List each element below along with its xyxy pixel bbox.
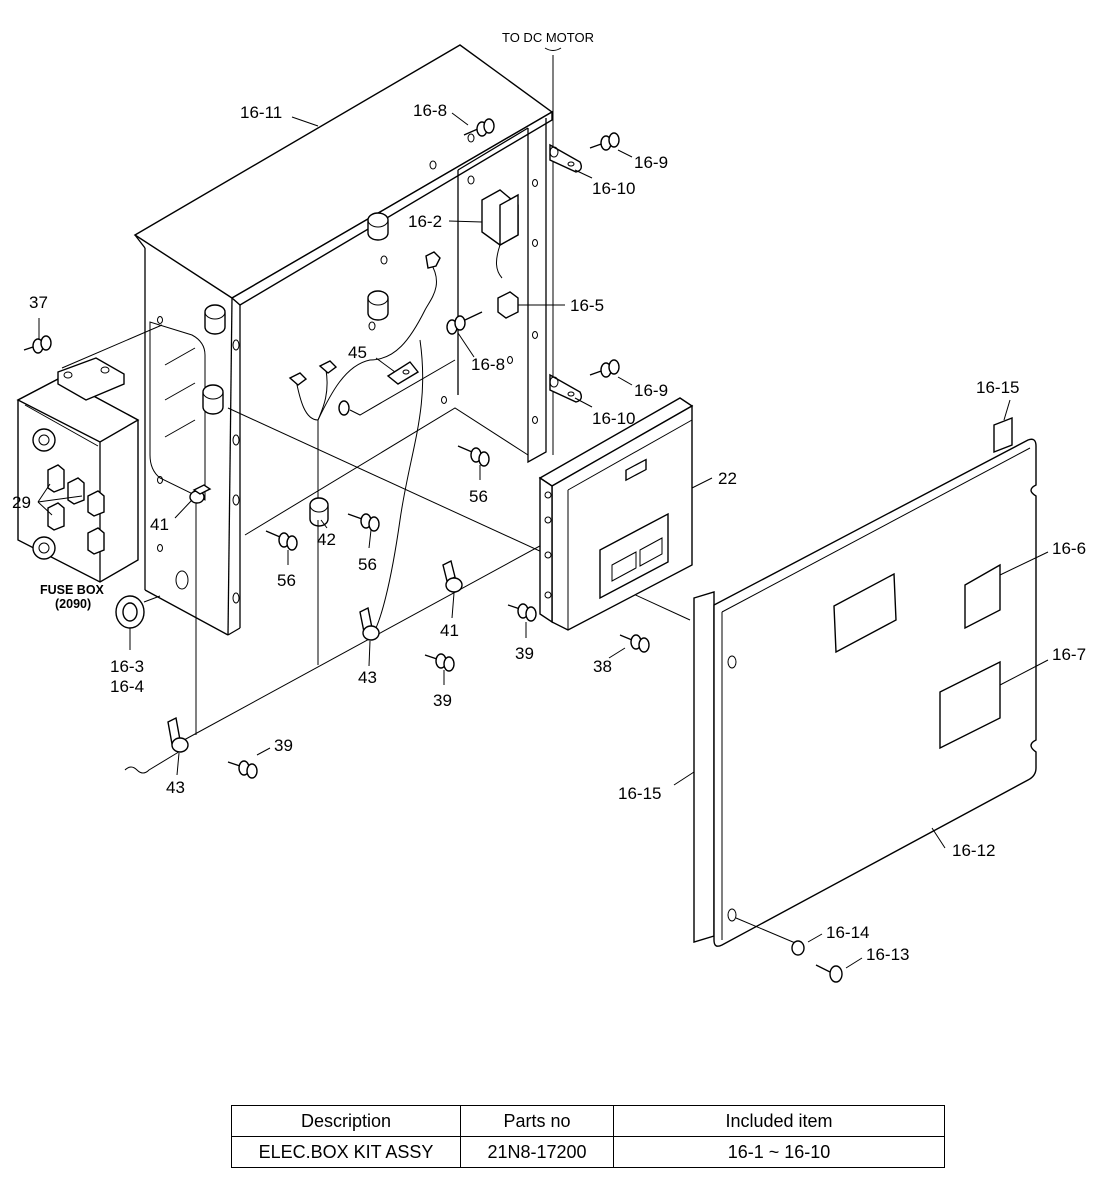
bolt-16-9-mid: [589, 359, 620, 378]
label-fuse-box-code: (2090): [55, 597, 91, 611]
label-16-2: 16-2: [408, 212, 442, 231]
label-39-a: 39: [515, 644, 534, 663]
fuse-box-2090: [16, 357, 140, 583]
label-56-right: 56: [469, 487, 488, 506]
label-39-c: 39: [274, 736, 293, 755]
screw-16-13: [815, 964, 843, 983]
label-39-b: 39: [433, 691, 452, 710]
bolt-39-a: [507, 603, 537, 622]
bracket-16-10-lower: [549, 373, 583, 403]
clip-45: [386, 361, 420, 385]
parts-table-header-row: Description Parts no Included item: [231, 1105, 945, 1137]
cell-parts-no: 21N8-17200: [460, 1136, 614, 1168]
label-29: 29: [12, 493, 31, 512]
label-16-8-mid: 16-8: [471, 355, 505, 374]
clip-43-left: [167, 716, 189, 753]
label-43-left: 43: [166, 778, 185, 797]
leader-lines: [37, 112, 1049, 969]
cover-plate-16-12: [693, 416, 1037, 947]
clip-41-mid: [442, 559, 463, 593]
label-16-14: 16-14: [826, 923, 869, 942]
label-fuse-box: FUSE BOX: [40, 583, 105, 597]
bolt-37: [23, 335, 52, 354]
label-16-3: 16-3: [110, 657, 144, 676]
label-45: 45: [348, 343, 367, 362]
bolt-39-c: [227, 760, 258, 779]
controller-22: [538, 397, 694, 631]
label-16-11: 16-11: [240, 103, 282, 122]
relay-16-2: [481, 189, 519, 279]
label-16-9-top: 16-9: [634, 153, 668, 172]
clip-43-mid: [359, 606, 380, 641]
bracket-16-10-upper: [549, 143, 583, 173]
label-16-12: 16-12: [952, 841, 995, 860]
parts-table: Description Parts no Included item ELEC.…: [231, 1105, 945, 1168]
label-56-left: 56: [277, 571, 296, 590]
cell-included-item: 16-1 ~ 16-10: [613, 1136, 945, 1168]
label-16-7: 16-7: [1052, 645, 1086, 664]
label-56-mid: 56: [358, 555, 377, 574]
bolt-16-9-top: [589, 132, 620, 151]
bolt-39-b: [424, 653, 455, 672]
column-header-included-item: Included item: [613, 1105, 945, 1137]
column-header-description: Description: [231, 1105, 461, 1137]
label-16-9-mid: 16-9: [634, 381, 668, 400]
label-to-dc-motor: TO DC MOTOR: [502, 30, 594, 45]
label-16-15-top: 16-15: [976, 378, 1019, 397]
label-22: 22: [718, 469, 737, 488]
label-41-left: 41: [150, 515, 169, 534]
label-16-5: 16-5: [570, 296, 604, 315]
electrical-box-housing: [133, 44, 554, 636]
label-16-15-left: 16-15: [618, 784, 661, 803]
clamp-42: [309, 497, 329, 527]
label-38: 38: [593, 657, 612, 676]
label-16-13: 16-13: [866, 945, 909, 964]
label-43-mid: 43: [358, 668, 377, 687]
label-41-mid: 41: [440, 621, 459, 640]
bolt-56-right: [457, 445, 490, 467]
bolt-16-8-mid: [446, 311, 483, 335]
label-16-4: 16-4: [110, 677, 144, 696]
clip-41-left: [189, 484, 212, 504]
column-header-parts-no: Parts no: [460, 1105, 614, 1137]
label-42: 42: [317, 530, 336, 549]
cell-description: ELEC.BOX KIT ASSY: [231, 1136, 461, 1168]
grommet-16-3: [115, 595, 161, 629]
bolt-56-mid: [347, 513, 380, 532]
label-37: 37: [29, 293, 48, 312]
table-row: ELEC.BOX KIT ASSY 21N8-17200 16-1 ~ 16-1…: [231, 1136, 945, 1168]
wire-harness: [288, 251, 456, 631]
label-16-6: 16-6: [1052, 539, 1086, 558]
label-16-10-top: 16-10: [592, 179, 635, 198]
bolt-38: [619, 634, 650, 653]
bolt-56-left: [265, 530, 298, 551]
label-16-8-top: 16-8: [413, 101, 447, 120]
washer-16-14: [791, 940, 805, 956]
label-16-10-mid: 16-10: [592, 409, 635, 428]
bolt-16-8-top: [463, 118, 495, 137]
relay-16-5: [497, 291, 519, 319]
